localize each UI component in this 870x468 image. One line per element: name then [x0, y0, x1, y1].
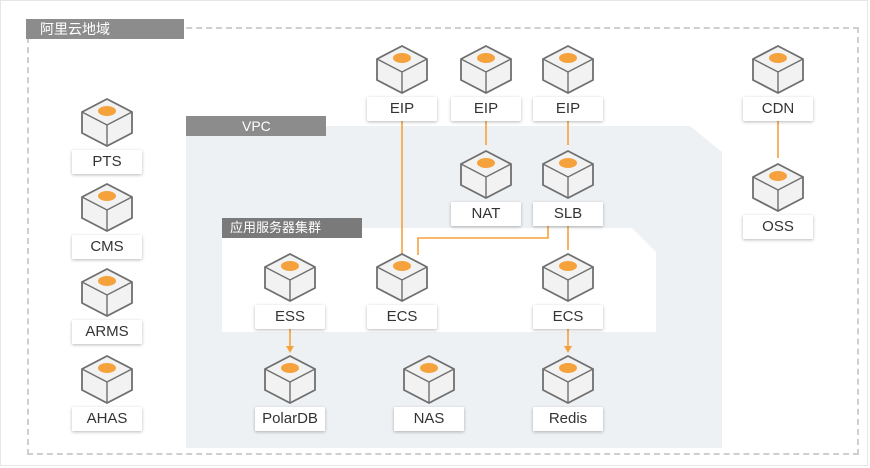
- trend-icon: [81, 97, 133, 148]
- node-nas[interactable]: NAS: [394, 352, 464, 442]
- node-ahas[interactable]: AHAS: [72, 352, 142, 442]
- node-eip-3[interactable]: EIP: [533, 42, 603, 132]
- node-polardb[interactable]: PolarDB: [255, 352, 325, 442]
- arrow-head-redis: [564, 346, 572, 353]
- node-label: EIP: [451, 97, 521, 121]
- server-icon: [376, 252, 428, 303]
- server-icon: [542, 252, 594, 303]
- cluster-title: 应用服务器集群: [222, 218, 362, 238]
- node-ecs-2[interactable]: ECS: [533, 250, 603, 340]
- node-arms[interactable]: ARMS: [72, 265, 142, 355]
- node-redis[interactable]: Redis: [533, 352, 603, 442]
- node-eip-1[interactable]: EIP: [367, 42, 437, 132]
- database-icon: [264, 354, 316, 405]
- node-ecs-1[interactable]: ECS: [367, 250, 437, 340]
- node-label: SLB: [533, 202, 603, 226]
- link-icon: [376, 44, 428, 95]
- node-label: CDN: [743, 97, 813, 121]
- shield-icon: [81, 354, 133, 405]
- gateway-icon: [460, 149, 512, 200]
- region-boundary: [27, 27, 859, 455]
- node-cdn[interactable]: CDN: [743, 42, 813, 132]
- vpc-title: VPC: [186, 116, 326, 136]
- node-cms[interactable]: CMS: [72, 180, 142, 270]
- node-label: ESS: [255, 305, 325, 329]
- node-label: CMS: [72, 235, 142, 259]
- node-label: Redis: [533, 407, 603, 431]
- node-label: NAT: [451, 202, 521, 226]
- region-title: 阿里云地域: [26, 19, 184, 39]
- node-slb[interactable]: SLB: [533, 147, 603, 237]
- network-icon: [752, 44, 804, 95]
- node-label: OSS: [743, 215, 813, 239]
- megaphone-icon: [81, 182, 133, 233]
- node-oss[interactable]: OSS: [743, 160, 813, 250]
- balancer-icon: [542, 149, 594, 200]
- node-label: EIP: [367, 97, 437, 121]
- node-pts[interactable]: PTS: [72, 95, 142, 185]
- scaling-icon: [264, 252, 316, 303]
- node-eip-2[interactable]: EIP: [451, 42, 521, 132]
- link-icon: [542, 44, 594, 95]
- node-label: PolarDB: [255, 407, 325, 431]
- node-label: ECS: [367, 305, 437, 329]
- node-label: ECS: [533, 305, 603, 329]
- node-label: EIP: [533, 97, 603, 121]
- node-nat[interactable]: NAT: [451, 147, 521, 237]
- cloud-icon: [752, 162, 804, 213]
- storage-icon: [403, 354, 455, 405]
- arrow-head-polardb: [286, 346, 294, 353]
- chart-icon: [81, 267, 133, 318]
- connector-slb-ecs1: [417, 224, 549, 255]
- cache-icon: [542, 354, 594, 405]
- node-label: ARMS: [72, 320, 142, 344]
- node-label: PTS: [72, 150, 142, 174]
- link-icon: [460, 44, 512, 95]
- node-label: NAS: [394, 407, 464, 431]
- node-ess[interactable]: ESS: [255, 250, 325, 340]
- node-label: AHAS: [72, 407, 142, 431]
